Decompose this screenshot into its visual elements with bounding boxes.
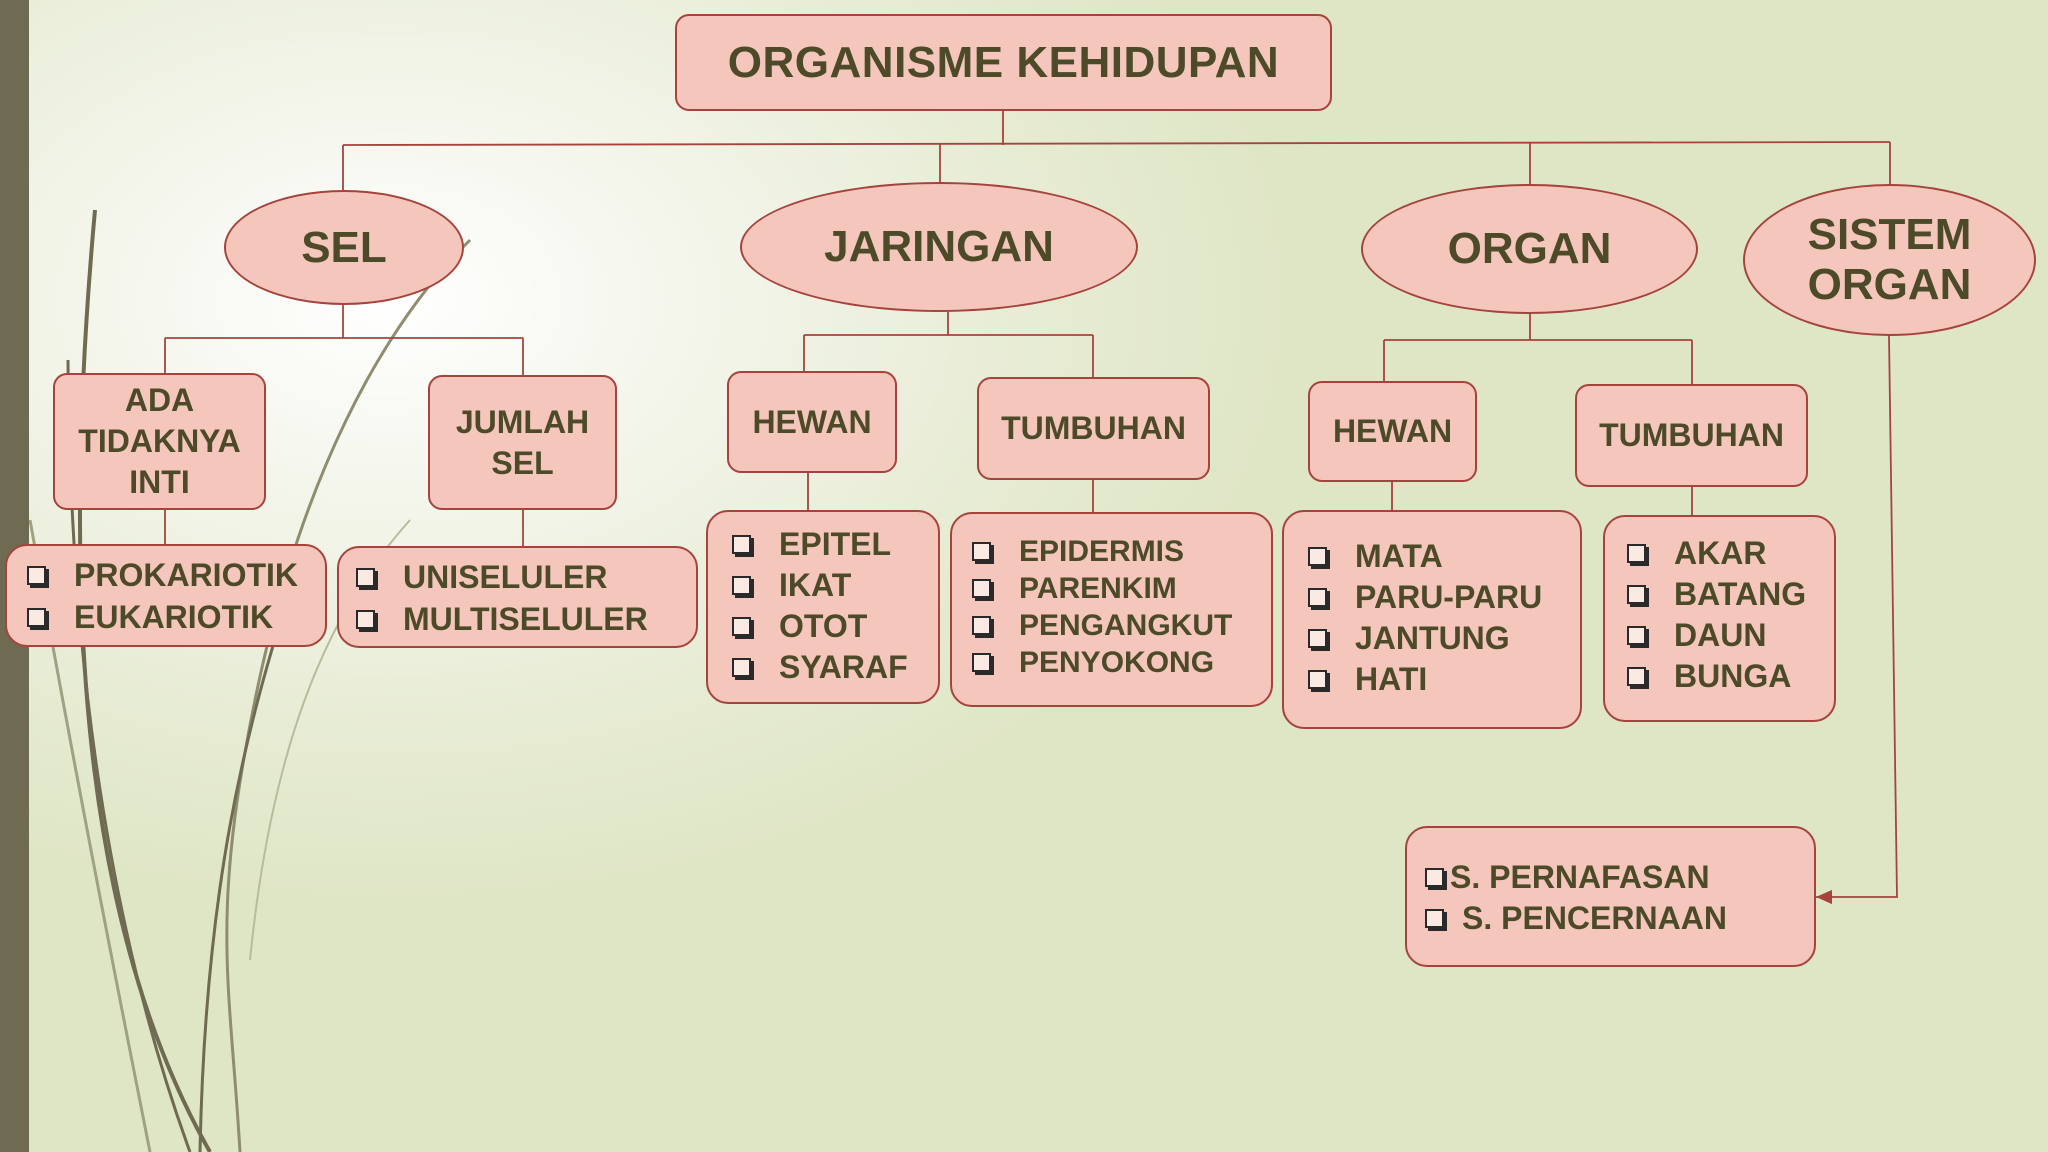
- list-item: EPIDERMIS: [972, 533, 1271, 570]
- checkbox-bullet-icon: [1308, 629, 1327, 648]
- sistem-organ-label-line1: SISTEM: [1808, 210, 1972, 260]
- checkbox-bullet-icon: [1308, 547, 1327, 566]
- list-item: BATANG: [1627, 574, 1834, 615]
- list-item: MATA: [1308, 536, 1580, 577]
- jaringan-tumbuhan-label: TUMBUHAN: [1001, 408, 1186, 449]
- checkbox-bullet-icon: [27, 608, 46, 627]
- list-item-label: HATI: [1355, 661, 1427, 698]
- list-item-label: S. PERNAFASAN: [1450, 859, 1710, 896]
- list-jumlah-sel: UNISELULER MULTISELULER: [337, 546, 698, 648]
- node-jaringan-hewan: HEWAN: [727, 371, 897, 473]
- checkbox-bullet-icon: [732, 658, 751, 677]
- list-item: OTOT: [732, 606, 938, 647]
- node-organ-tumbuhan: TUMBUHAN: [1575, 384, 1808, 487]
- node-ada-tidaknya-inti: ADA TIDAKNYA INTI: [53, 373, 266, 510]
- organ-hewan-label: HEWAN: [1333, 411, 1452, 452]
- list-item-label: S. PENCERNAAN: [1462, 900, 1727, 937]
- organ-tumbuhan-label: TUMBUHAN: [1599, 415, 1784, 456]
- list-item: PARENKIM: [972, 570, 1271, 607]
- list-item: S. PERNAFASAN: [1425, 857, 1814, 898]
- list-item-label: MULTISELULER: [403, 601, 648, 638]
- jaringan-label: JARINGAN: [824, 222, 1054, 272]
- node-jaringan: JARINGAN: [740, 182, 1138, 312]
- node-organ: ORGAN: [1361, 184, 1698, 314]
- checkbox-bullet-icon: [356, 568, 375, 587]
- list-item: HATI: [1308, 659, 1580, 700]
- jumlah-label-line2: SEL: [491, 443, 553, 484]
- list-item: AKAR: [1627, 533, 1834, 574]
- list-item-label: BUNGA: [1674, 658, 1791, 695]
- jumlah-label-line1: JUMLAH: [456, 402, 589, 443]
- checkbox-bullet-icon: [1627, 585, 1646, 604]
- list-item-label: MATA: [1355, 538, 1443, 575]
- list-organ-tumbuhan: AKAR BATANG DAUN BUNGA: [1603, 515, 1836, 722]
- checkbox-bullet-icon: [732, 535, 751, 554]
- list-item: EUKARIOTIK: [27, 596, 325, 638]
- list-item-label: PENGANGKUT: [1019, 609, 1232, 643]
- checkbox-bullet-icon: [27, 566, 46, 585]
- list-item: PARU-PARU: [1308, 577, 1580, 618]
- list-item-label: BATANG: [1674, 576, 1806, 613]
- checkbox-bullet-icon: [972, 653, 991, 672]
- list-item-label: IKAT: [779, 567, 851, 604]
- list-item-label: DAUN: [1674, 617, 1766, 654]
- checkbox-bullet-icon: [1425, 868, 1444, 887]
- list-sistem-organ: S. PERNAFASAN S. PENCERNAAN: [1405, 826, 1816, 967]
- inti-label-line2: TIDAKNYA: [78, 421, 240, 462]
- list-inti: PROKARIOTIK EUKARIOTIK: [5, 544, 327, 647]
- list-item: UNISELULER: [356, 556, 696, 598]
- list-item-label: JANTUNG: [1355, 620, 1510, 657]
- node-sel: SEL: [224, 190, 464, 305]
- list-item-label: PARU-PARU: [1355, 579, 1542, 616]
- list-item: PROKARIOTIK: [27, 554, 325, 596]
- list-item: EPITEL: [732, 524, 938, 565]
- list-item-label: PARENKIM: [1019, 572, 1177, 606]
- list-item: PENGANGKUT: [972, 607, 1271, 644]
- list-item: PENYOKONG: [972, 644, 1271, 681]
- list-item-label: EPITEL: [779, 526, 891, 563]
- list-item-label: EPIDERMIS: [1019, 535, 1184, 569]
- jaringan-hewan-label: HEWAN: [752, 402, 871, 443]
- list-jaringan-hewan: EPITEL IKAT OTOT SYARAF: [706, 510, 940, 704]
- list-item: MULTISELULER: [356, 598, 696, 640]
- node-jaringan-tumbuhan: TUMBUHAN: [977, 377, 1210, 480]
- checkbox-bullet-icon: [972, 616, 991, 635]
- node-jumlah-sel: JUMLAH SEL: [428, 375, 617, 510]
- checkbox-bullet-icon: [1627, 667, 1646, 686]
- inti-label-line3: INTI: [129, 462, 189, 503]
- sel-label: SEL: [301, 223, 387, 273]
- checkbox-bullet-icon: [356, 610, 375, 629]
- list-item-label: PENYOKONG: [1019, 646, 1214, 680]
- checkbox-bullet-icon: [972, 579, 991, 598]
- checkbox-bullet-icon: [1425, 909, 1444, 928]
- list-item-label: PROKARIOTIK: [74, 557, 298, 594]
- node-organ-hewan: HEWAN: [1308, 381, 1477, 482]
- list-item: JANTUNG: [1308, 618, 1580, 659]
- checkbox-bullet-icon: [1627, 626, 1646, 645]
- organ-label: ORGAN: [1448, 224, 1612, 274]
- list-item: SYARAF: [732, 647, 938, 688]
- list-item-label: EUKARIOTIK: [74, 599, 273, 636]
- list-jaringan-tumbuhan: EPIDERMIS PARENKIM PENGANGKUT PENYOKONG: [950, 512, 1273, 707]
- list-item-label: SYARAF: [779, 649, 908, 686]
- checkbox-bullet-icon: [1308, 588, 1327, 607]
- checkbox-bullet-icon: [732, 576, 751, 595]
- list-item-label: UNISELULER: [403, 559, 607, 596]
- node-sistem-organ: SISTEM ORGAN: [1743, 184, 2036, 336]
- title-node: ORGANISME KEHIDUPAN: [675, 14, 1332, 111]
- list-item: BUNGA: [1627, 656, 1834, 697]
- list-item: IKAT: [732, 565, 938, 606]
- list-organ-hewan: MATA PARU-PARU JANTUNG HATI: [1282, 510, 1582, 729]
- inti-label-line1: ADA: [125, 380, 194, 421]
- list-item: DAUN: [1627, 615, 1834, 656]
- checkbox-bullet-icon: [1627, 544, 1646, 563]
- checkbox-bullet-icon: [732, 617, 751, 636]
- title-text: ORGANISME KEHIDUPAN: [728, 38, 1279, 88]
- checkbox-bullet-icon: [972, 542, 991, 561]
- checkbox-bullet-icon: [1308, 670, 1327, 689]
- list-item: S. PENCERNAAN: [1425, 898, 1814, 939]
- sistem-organ-label-line2: ORGAN: [1808, 260, 1972, 310]
- list-item-label: AKAR: [1674, 535, 1766, 572]
- list-item-label: OTOT: [779, 608, 867, 645]
